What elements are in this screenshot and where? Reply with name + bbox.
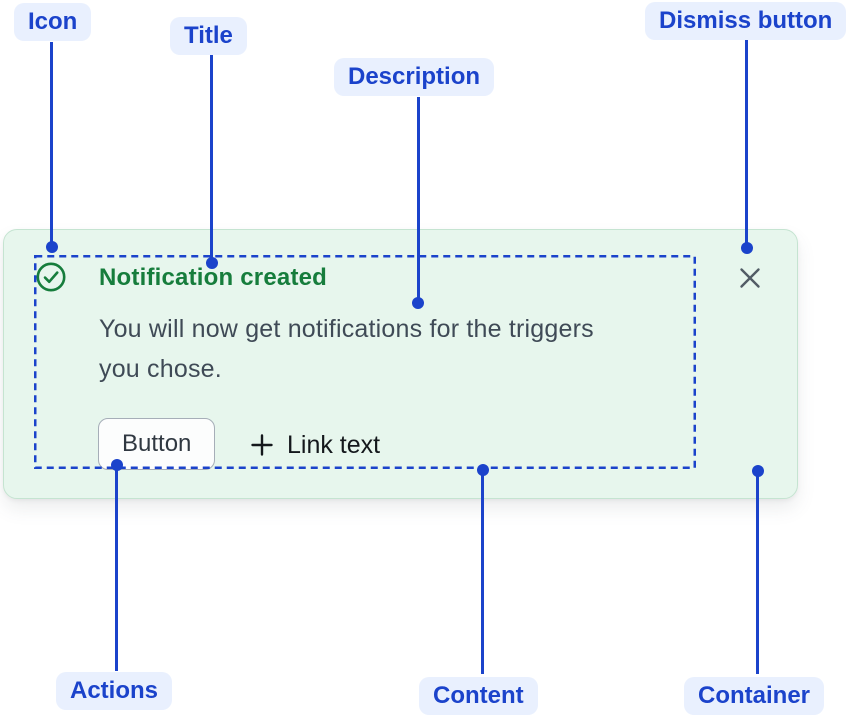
check-circle-icon — [35, 261, 67, 293]
dismiss-label: Dismiss button — [645, 2, 847, 40]
container-label: Container — [684, 677, 825, 715]
actions-callout-dot — [111, 459, 123, 471]
link-label: Link text — [287, 430, 381, 459]
action-link[interactable]: Link text — [249, 431, 380, 459]
description-callout-line — [417, 97, 420, 303]
description-line-1: You will now get notifications for the t… — [99, 315, 594, 343]
plus-icon — [249, 432, 275, 458]
title-label: Title — [170, 17, 247, 55]
title-callout-dot — [206, 257, 218, 269]
content-callout-dot — [477, 464, 489, 476]
dismiss-callout-line — [745, 40, 748, 248]
container-callout-dot — [752, 465, 764, 477]
title-callout-line — [210, 55, 213, 263]
content-callout-line — [481, 470, 484, 674]
dismiss-button[interactable] — [733, 261, 767, 295]
dismiss-callout-dot — [741, 242, 753, 254]
description-label: Description — [334, 58, 495, 96]
description-callout-dot — [412, 297, 424, 309]
container-callout-line — [756, 471, 759, 674]
icon-label: Icon — [14, 3, 92, 41]
actions-label: Actions — [56, 672, 173, 710]
content-outline — [34, 255, 696, 469]
close-icon — [738, 266, 762, 290]
action-button[interactable]: Button — [98, 418, 216, 470]
actions-callout-line — [115, 465, 118, 671]
notification-container: Notification created You will now get no… — [3, 229, 798, 499]
description-line-2: you chose. — [99, 355, 222, 383]
icon-callout-line — [50, 42, 53, 247]
icon-callout-dot — [46, 241, 58, 253]
notification-description: You will now get notifications for the t… — [99, 309, 594, 389]
content-label: Content — [419, 677, 538, 715]
